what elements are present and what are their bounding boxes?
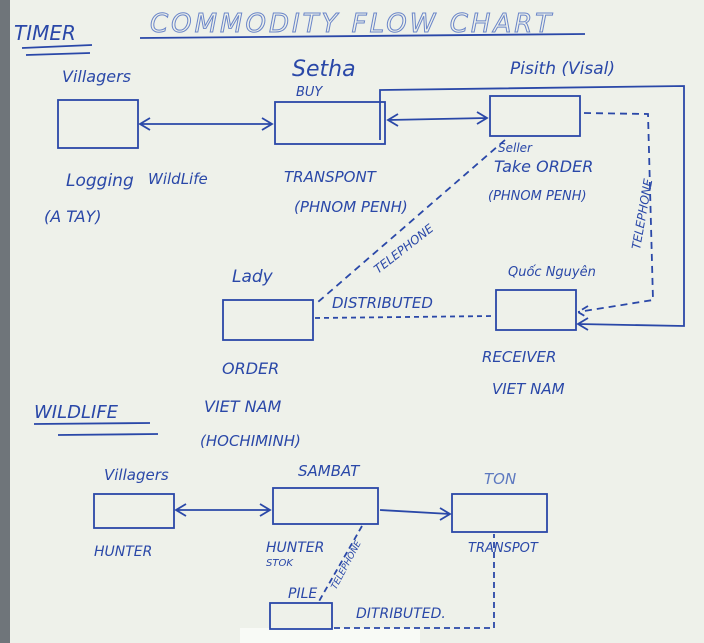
wildlife-heading: WILDLIFE [34, 402, 119, 423]
pisith-bottom-label: Take ORDER [494, 157, 593, 176]
timer-underline [21, 44, 93, 56]
sambat-bottom2-label: STOK [266, 558, 294, 569]
receiver-bottom2-label: VIET NAM [492, 380, 565, 398]
villagers-box [57, 99, 139, 149]
setha-box [274, 101, 386, 145]
sambat-top-label: SAMBAT [298, 462, 361, 480]
outer-loop-line [379, 85, 685, 331]
setha-bottom2-label: (PHNOM PENH) [294, 198, 408, 216]
pile-top-label: PILE [288, 586, 317, 602]
sambat-pile-telephone-line [317, 525, 363, 604]
lady-bottom2-label: VIET NAM [204, 397, 282, 416]
receiver-top-label: Quốc Nguyên [508, 265, 596, 280]
setha-lady-telephone-line [317, 139, 506, 303]
lady-bottom-label: ORDER [222, 359, 279, 378]
villagers-side-label: WildLife [148, 170, 208, 188]
board-title: COMMODITY FLOW CHART [150, 9, 554, 39]
wildlife-villagers-top-label: Villagers [104, 466, 169, 484]
villagers-setha-arrow [138, 117, 274, 131]
pisith-bottom2-label: (PHNOM PENH) [488, 189, 587, 204]
villagers-top-label: Villagers [62, 67, 131, 86]
lady-receiver-distributed-line [314, 315, 495, 319]
pisith-receiver-telephone-line [576, 112, 654, 319]
setha-bottom-label: TRANSPONT [284, 168, 378, 186]
setha-pisith-arrow [386, 111, 489, 127]
setha-top-label: Setha [292, 57, 356, 82]
wildlife-underline [33, 422, 159, 436]
receiver-bottom-label: RECEIVER [482, 348, 556, 366]
lady-box [222, 299, 314, 341]
pisith-box [489, 95, 581, 137]
sambat-ton-arrow [379, 507, 452, 521]
setha-top2-label: BUY [296, 85, 323, 100]
villagers-bottom-label: Logging [66, 171, 134, 191]
title-underline [139, 33, 586, 39]
lady-bottom3-label: (HOCHIMINH) [200, 432, 301, 450]
wildlife-villagers-bottom-label: HUNTER [94, 544, 152, 560]
receiver-box [495, 289, 577, 331]
ton-box [451, 493, 548, 533]
timer-heading: TIMER [14, 21, 76, 45]
pisith-small-label: Seller [498, 141, 533, 155]
lady-top-label: Lady [232, 267, 274, 287]
sambat-bottom-label: HUNTER [266, 540, 324, 556]
pile-box [269, 602, 333, 630]
villagers-bottom2-label: (A TAY) [44, 207, 102, 226]
sambat-box [272, 487, 379, 525]
wildlife-distributed-label: DITRIBUTED. [356, 606, 446, 622]
pile-ton-distributed-line [334, 534, 495, 629]
board-bottom-glare [240, 628, 420, 643]
board-left-frame [0, 0, 10, 643]
pisith-top-label: Pisith (Visal) [510, 59, 615, 79]
ton-bottom-label: TRANSPOT [468, 541, 539, 556]
villagers-sambat-arrow [174, 503, 272, 517]
distributed-label: DISTRIBUTED [332, 294, 433, 312]
ton-top-label: TON [484, 470, 516, 488]
wildlife-villagers-box [93, 493, 175, 529]
